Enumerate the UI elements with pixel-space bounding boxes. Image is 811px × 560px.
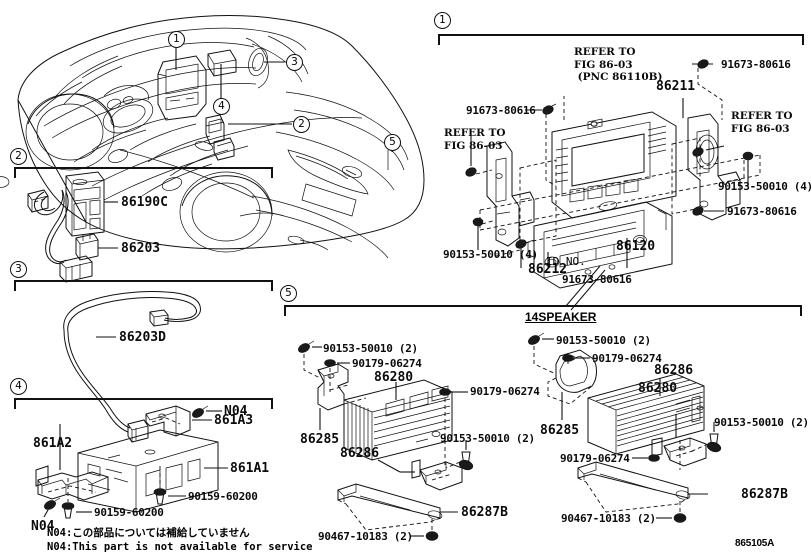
s1-bolt-top-right: 91673-80616 bbox=[721, 58, 791, 71]
s4-note-en: N04:This part is not available for servi… bbox=[47, 540, 313, 553]
vehicle-callout-5: 5 bbox=[384, 134, 401, 151]
s5l-part-86285: 86285 bbox=[300, 432, 340, 447]
s4-n04-left: N04 bbox=[31, 519, 55, 534]
s5r-nut-bottomleft: 90179-06274 bbox=[560, 452, 630, 465]
section-1-number: 1 bbox=[434, 12, 451, 29]
s1-part-86211: 86211 bbox=[656, 79, 696, 94]
s4-screw-right: 90159-60200 bbox=[188, 490, 258, 503]
s4-part-861A3: 861A3 bbox=[214, 413, 254, 428]
s1-part-86212: 86212 bbox=[528, 262, 568, 277]
section1-artwork bbox=[465, 59, 761, 311]
s2-part-86190C: 86190C bbox=[121, 195, 168, 210]
s4-n04-top: N04 bbox=[224, 404, 248, 419]
s5r-nut-right: 90153-50010 (2) bbox=[714, 416, 809, 429]
vehicle-callout-4: 4 bbox=[213, 98, 230, 115]
section3-artwork bbox=[63, 291, 201, 443]
s4-part-861A1: 861A1 bbox=[230, 461, 270, 476]
s5r-part-86287B: 86287B bbox=[741, 487, 788, 502]
vehicle-callout-leaders bbox=[175, 48, 393, 152]
vehicle-callout-3: 3 bbox=[286, 54, 303, 71]
s5-variant-14speaker: 14SPEAKER bbox=[525, 310, 597, 324]
section-5-number: 5 bbox=[280, 285, 297, 302]
s4-screw-left: 90159-60200 bbox=[94, 506, 164, 519]
section4-artwork bbox=[35, 405, 228, 519]
s1-bolt-top-left: 91673-80616 bbox=[466, 104, 536, 117]
s5l-nut-right: 90179-06274 bbox=[470, 385, 540, 398]
s5l-part-86280: 86280 bbox=[374, 370, 414, 385]
s5r-part-86280: 86280 bbox=[638, 381, 678, 396]
s1-part-86120: 86120 bbox=[616, 239, 656, 254]
s1-bolt-right: 91673-80616 bbox=[727, 205, 797, 218]
s5r-nut-topleft: 90153-50010 (2) bbox=[556, 334, 651, 347]
s1-nut-right: 90153-50010 (4) bbox=[718, 180, 811, 193]
vehicle-callout-1: 1 bbox=[168, 31, 185, 48]
s5l-nut2-topleft: 90179-06274 bbox=[352, 357, 422, 370]
section2-artwork bbox=[27, 171, 118, 283]
s5l-nut2-right: 90153-50010 (2) bbox=[440, 432, 535, 445]
section-2-number: 2 bbox=[10, 148, 27, 165]
s1-nut-left: 90153-50010 (4) bbox=[443, 248, 538, 261]
vehicle-illustration bbox=[0, 15, 425, 259]
s5r-part-86286: 86286 bbox=[654, 363, 694, 378]
vehicle-callout-2: 2 bbox=[293, 116, 310, 133]
s5r-nut2-topleft: 90179-06274 bbox=[592, 352, 662, 365]
s3-part-86203D: 86203D bbox=[119, 330, 166, 345]
s5l-nut-topleft: 90153-50010 (2) bbox=[323, 342, 418, 355]
s5r-part-86285: 86285 bbox=[540, 423, 580, 438]
s5l-part-86287B: 86287B bbox=[461, 505, 508, 520]
section5-right-artwork bbox=[528, 332, 722, 523]
s4-note-jp: N04:この部品については補給していません bbox=[47, 527, 250, 539]
s4-note: N04:この部品については補給していません N04:This part is n… bbox=[47, 527, 313, 554]
s5r-clip: 90467-10183 (2) bbox=[561, 512, 656, 525]
section-4-number: 4 bbox=[10, 378, 27, 395]
section-3-number: 3 bbox=[10, 261, 27, 278]
s4-part-861A2: 861A2 bbox=[33, 436, 73, 451]
section5-left-artwork bbox=[298, 340, 474, 541]
s5l-part-86286: 86286 bbox=[340, 446, 380, 461]
s5l-clip: 90467-10183 (2) bbox=[318, 530, 413, 543]
diagram-code: 865105A bbox=[735, 538, 775, 549]
s1-id-no: ID NO. bbox=[546, 255, 586, 268]
s2-part-86203: 86203 bbox=[121, 241, 161, 256]
s1-bolt-bottom: 91673-80616 bbox=[562, 273, 632, 286]
